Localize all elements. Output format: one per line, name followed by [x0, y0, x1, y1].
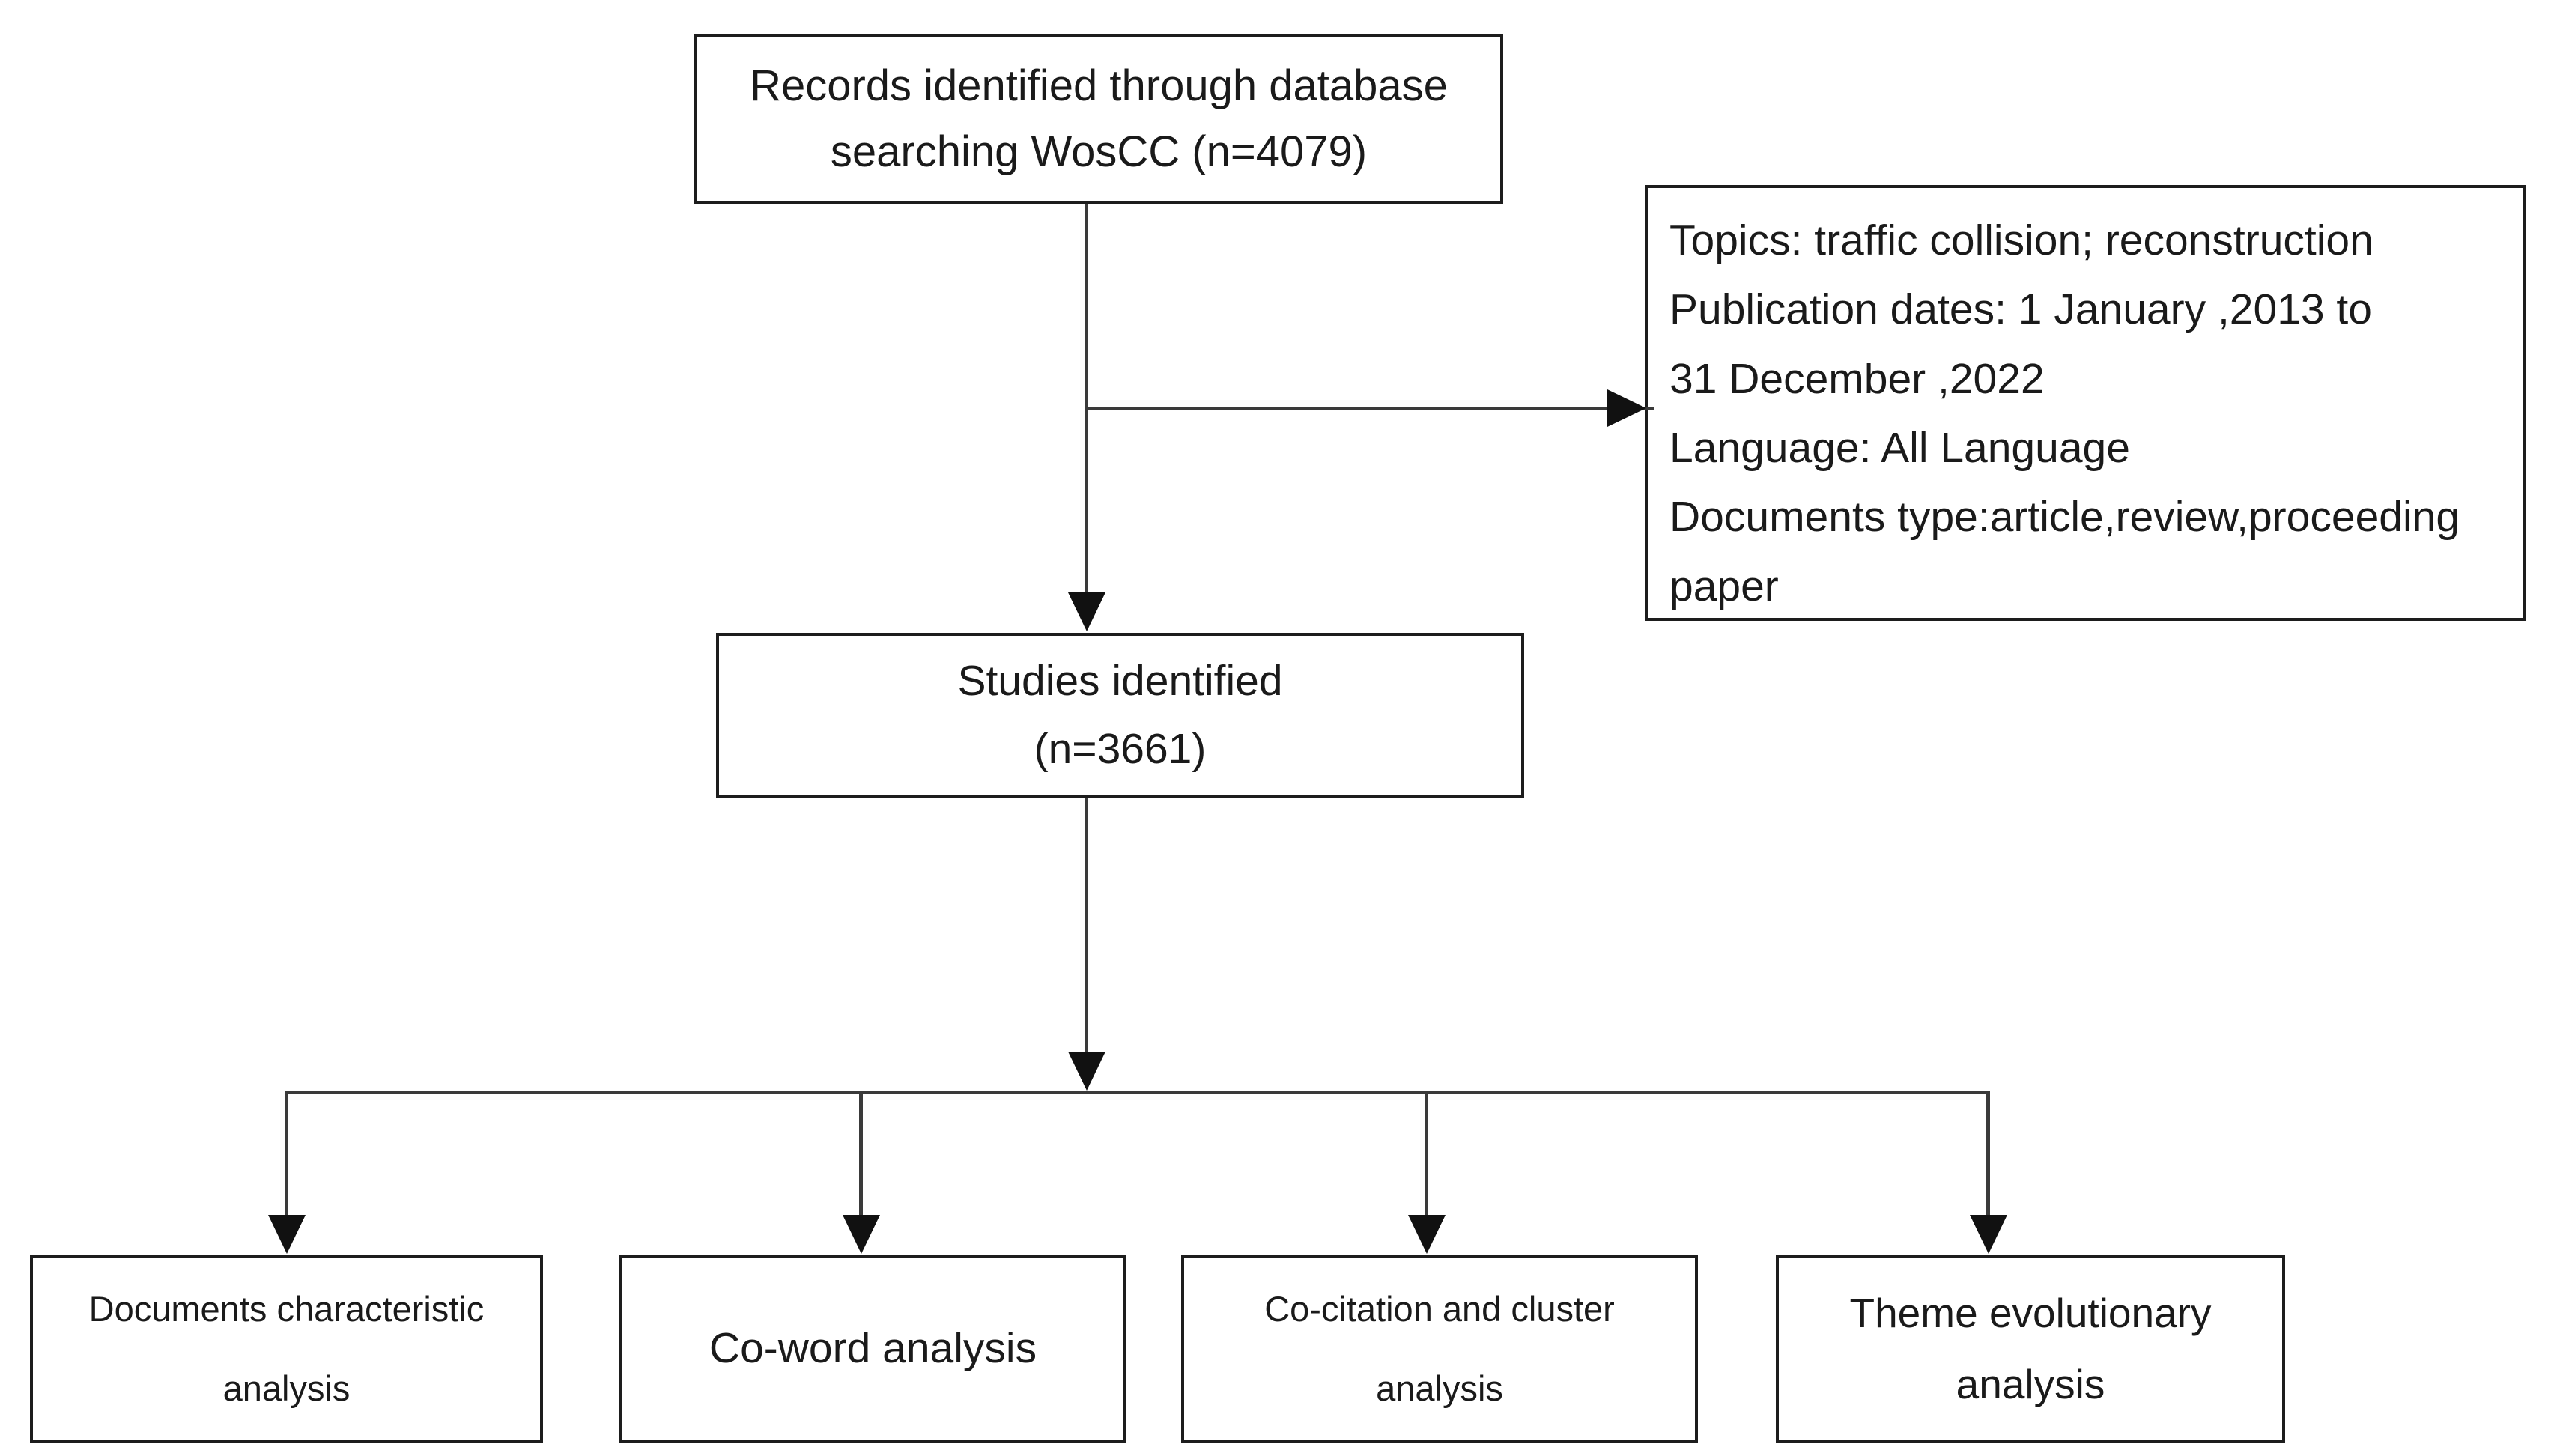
connector-bus-to-leaf-2-arrowhead — [843, 1215, 880, 1254]
node-co-citation-and-cluster-analysis-label: Co-citation and cluster analysis — [1264, 1289, 1615, 1408]
node-search-criteria-label: Topics: traffic collision; reconstructio… — [1669, 216, 2460, 610]
connector-bus-to-leaf-4-line — [1986, 1091, 1990, 1216]
connector-bus-to-leaf-4-arrowhead — [1970, 1215, 2007, 1254]
node-studies-identified: Studies identified (n=3661) — [716, 633, 1524, 798]
connector-bus-to-leaf-1-arrowhead — [268, 1215, 306, 1254]
node-co-word-analysis: Co-word analysis — [619, 1255, 1126, 1443]
connector-bus-to-leaf-1-line — [285, 1091, 288, 1216]
connector-bus-to-leaf-3-line — [1425, 1091, 1428, 1216]
node-documents-characteristic-analysis-label: Documents characteristic analysis — [88, 1289, 485, 1408]
connector-studies-to-bus-line — [1085, 798, 1088, 1053]
connector-records-to-criteria-line — [1085, 407, 1654, 410]
connector-records-to-studies-line — [1085, 204, 1088, 594]
connector-records-to-studies-arrowhead — [1068, 592, 1105, 631]
node-studies-identified-label: Studies identified (n=3661) — [957, 656, 1283, 773]
node-records-identified-label: Records identified through database sear… — [750, 61, 1448, 176]
node-theme-evolutionary-analysis: Theme evolutionary analysis — [1776, 1255, 2285, 1443]
node-co-citation-and-cluster-analysis: Co-citation and cluster analysis — [1181, 1255, 1698, 1443]
node-search-criteria: Topics: traffic collision; reconstructio… — [1645, 185, 2526, 621]
node-records-identified: Records identified through database sear… — [694, 34, 1503, 204]
node-documents-characteristic-analysis: Documents characteristic analysis — [30, 1255, 543, 1443]
connector-bus-to-leaf-3-arrowhead — [1408, 1215, 1446, 1254]
connector-studies-to-bus-arrowhead — [1068, 1052, 1105, 1091]
node-co-word-analysis-label: Co-word analysis — [709, 1324, 1037, 1373]
connector-bus-to-leaf-2-line — [859, 1091, 863, 1216]
connector-records-to-criteria-arrowhead — [1607, 389, 1646, 427]
connector-branch-bus — [285, 1091, 1988, 1094]
node-theme-evolutionary-analysis-label: Theme evolutionary analysis — [1849, 1290, 2212, 1407]
